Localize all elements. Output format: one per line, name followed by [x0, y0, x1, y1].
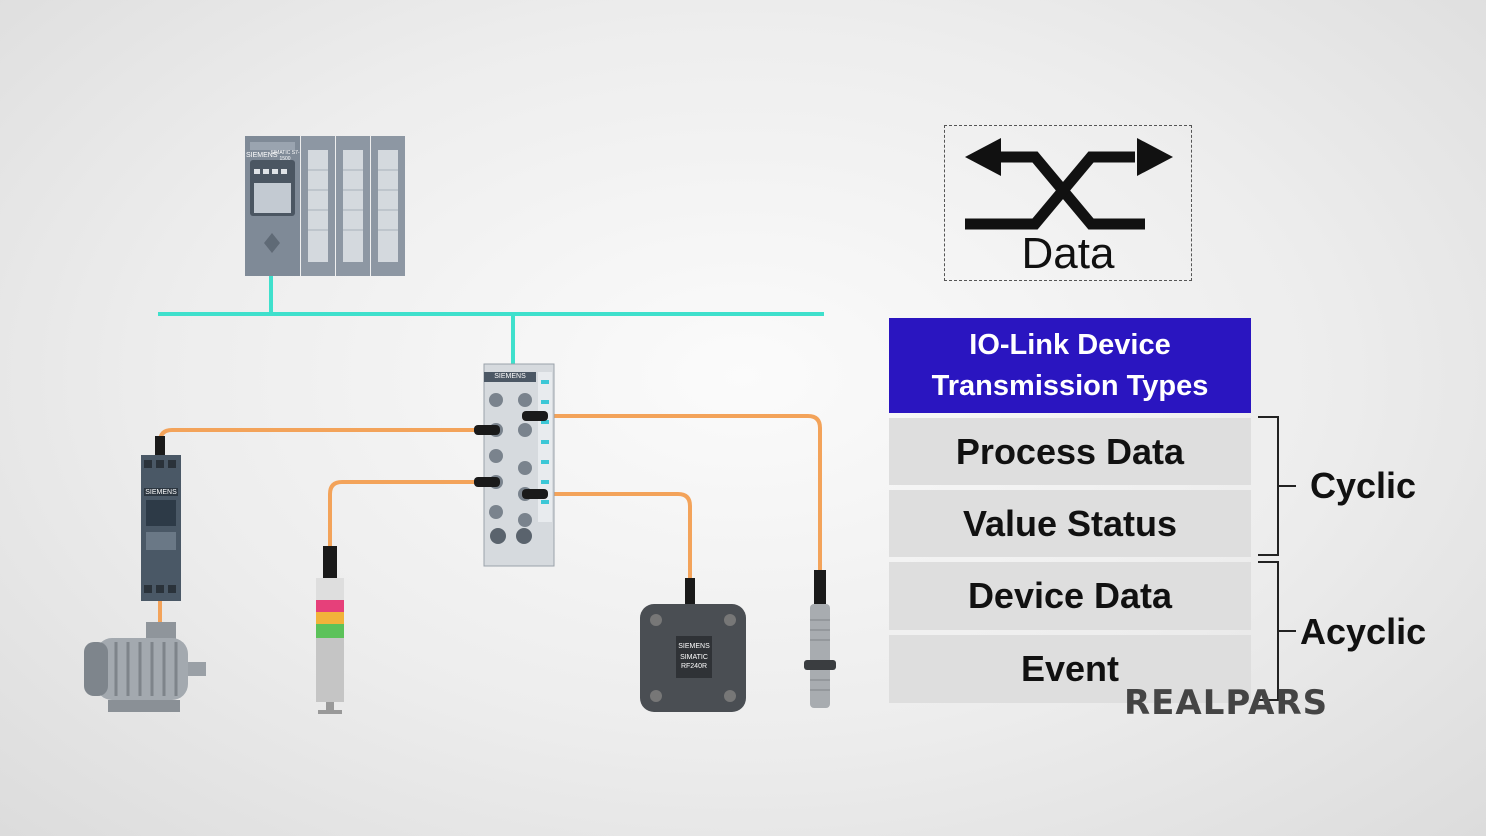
plc-device	[245, 136, 405, 276]
rfid-reader	[640, 578, 746, 712]
data-exchange-box: Data	[944, 125, 1192, 281]
row-value-status: Value Status	[889, 490, 1251, 557]
motor-starter	[141, 436, 181, 601]
realpars-logo: REALPARS	[1124, 683, 1329, 723]
row-event: Event	[889, 635, 1251, 703]
table-header: IO-Link Device Transmission Types	[889, 318, 1251, 413]
transmission-types-table: IO-Link Device Transmission Types Proces…	[889, 318, 1251, 703]
rfid-model-line2: RF240R	[680, 663, 708, 670]
cyclic-brace	[1258, 416, 1296, 556]
profinet-network	[158, 276, 824, 368]
acyclic-brace	[1258, 561, 1296, 701]
starter-brand-label: SIEMENS	[145, 489, 177, 496]
data-label: Data	[1021, 229, 1115, 278]
io-link-master	[474, 363, 555, 567]
electric-motor	[84, 622, 206, 712]
rfid-model-line1: SIMATIC	[680, 654, 708, 661]
acyclic-label: Acyclic	[1300, 611, 1427, 652]
plc-brand-label: SIEMENS	[246, 152, 278, 159]
table-header-line2: Transmission Types	[931, 369, 1209, 402]
signal-tower	[316, 546, 344, 714]
data-exchange-icon	[965, 138, 1173, 230]
row-process-data: Process Data	[889, 418, 1251, 485]
io-master-brand-label: SIEMENS	[494, 373, 526, 380]
plc-model-label: SIMATIC S7-1500	[270, 150, 300, 162]
rfid-brand-label: SIEMENS	[678, 643, 710, 650]
proximity-sensor	[804, 570, 836, 708]
cyclic-label: Cyclic	[1310, 465, 1417, 506]
row-device-data: Device Data	[889, 562, 1251, 630]
table-header-line1: IO-Link Device	[969, 328, 1171, 361]
